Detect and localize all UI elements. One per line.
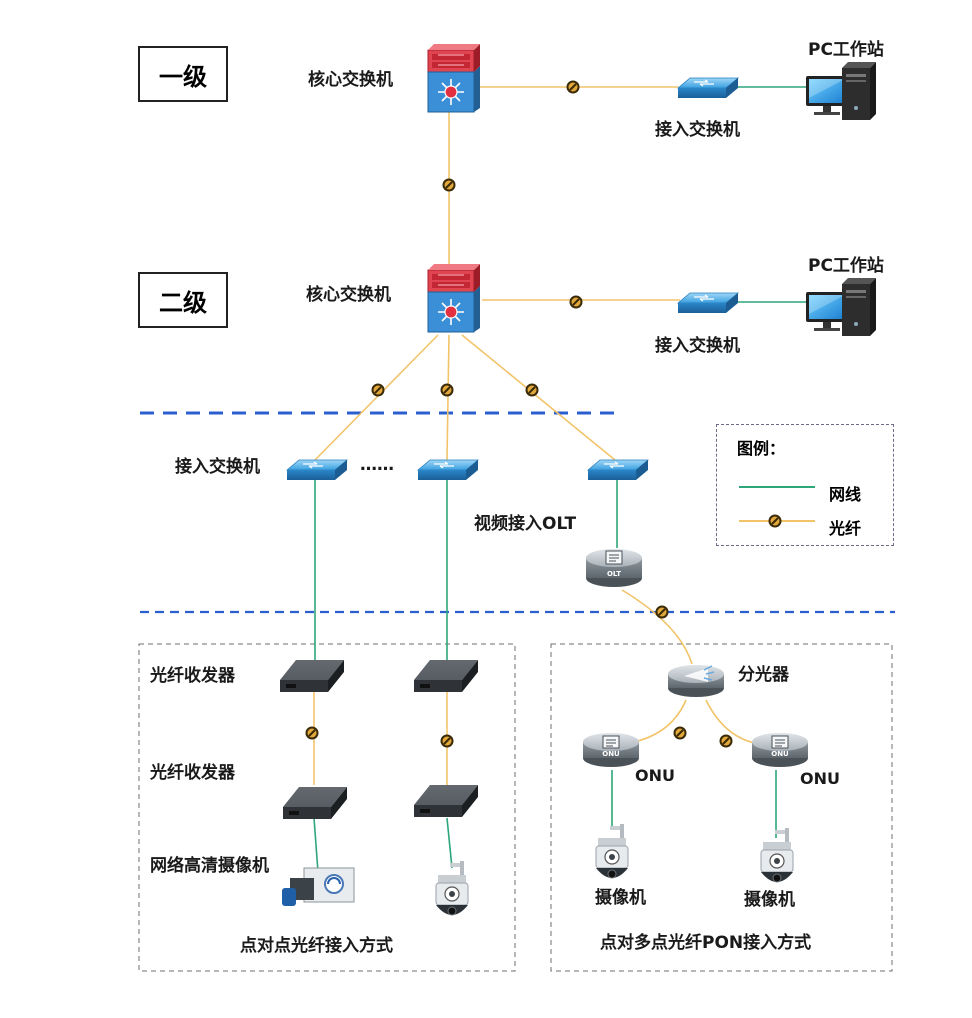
legend-network-cable-label: 网线 bbox=[829, 485, 862, 504]
fiber-transceiver-icon-2 bbox=[414, 660, 478, 692]
camera-label-2: 摄像机 bbox=[744, 890, 795, 910]
network-link-transceiver-hdcam bbox=[313, 817, 319, 873]
fiber-node-8 bbox=[672, 725, 688, 741]
fiber-link-core2-access-left bbox=[314, 334, 439, 461]
fiber-node-5 bbox=[439, 382, 455, 398]
onu-icon-2 bbox=[751, 732, 809, 768]
pon-caption: 点对多点光纤PON接入方式 bbox=[600, 933, 812, 953]
dome-camera-icon-1 bbox=[595, 823, 629, 879]
fiber-node-10 bbox=[304, 725, 320, 741]
level-2-label: 二级 bbox=[159, 288, 207, 317]
p2p-caption: 点对点光纤接入方式 bbox=[240, 936, 393, 956]
access-switch-label-3: 接入交换机 bbox=[175, 457, 260, 477]
fiber-node-4 bbox=[370, 382, 386, 398]
fiber-node-11 bbox=[439, 733, 455, 749]
splitter-label: 分光器 bbox=[738, 665, 789, 685]
ellipsis-label: …… bbox=[360, 455, 394, 475]
legend-box: 图例： 网线 光纤 bbox=[716, 424, 894, 546]
fiber-node-6 bbox=[524, 382, 540, 398]
access-switch-icon-3 bbox=[286, 459, 348, 481]
fiber-transceiver-icon-1 bbox=[280, 660, 344, 692]
p2p-group-box bbox=[138, 643, 516, 972]
access-switch-icon-1 bbox=[677, 77, 739, 99]
core-switch-label-1: 核心交换机 bbox=[308, 70, 393, 90]
dome-camera-icon-3 bbox=[435, 860, 469, 916]
onu-label-1: ONU bbox=[635, 766, 675, 785]
camera-label-1: 摄像机 bbox=[595, 888, 646, 908]
access-switch-label-2: 接入交换机 bbox=[655, 336, 740, 356]
legend-optical-fiber-label: 光纤 bbox=[829, 519, 862, 538]
pc-workstation-icon-1 bbox=[806, 62, 876, 120]
fiber-node-3 bbox=[568, 294, 584, 310]
access-switch-icon-5 bbox=[587, 459, 649, 481]
onu-label-2: ONU bbox=[800, 769, 840, 788]
fiber-node-9 bbox=[718, 733, 734, 749]
core-switch-icon-2 bbox=[427, 263, 481, 333]
pon-group-box bbox=[550, 643, 893, 972]
dome-camera-icon-2 bbox=[760, 827, 794, 883]
fiber-transceiver-label-2: 光纤收发器 bbox=[150, 763, 235, 783]
level-2-box: 二级 bbox=[138, 272, 228, 328]
fiber-node-1 bbox=[565, 79, 581, 95]
fiber-link-core2-access-right bbox=[461, 334, 616, 461]
fiber-node-7 bbox=[654, 604, 670, 620]
pc-workstation-label-2: PC工作站 bbox=[808, 256, 884, 276]
network-link-transceiver-domecam bbox=[446, 817, 453, 869]
legend-swatches bbox=[739, 486, 815, 529]
pc-workstation-label-1: PC工作站 bbox=[808, 40, 884, 60]
level-1-label: 一级 bbox=[159, 62, 207, 91]
core-switch-label-2: 核心交换机 bbox=[306, 285, 391, 305]
fiber-node-2 bbox=[441, 177, 457, 193]
access-switch-label-1: 接入交换机 bbox=[655, 120, 740, 140]
fiber-link-core2-access-mid bbox=[446, 334, 450, 461]
fiber-transceiver-label-1: 光纤收发器 bbox=[150, 666, 235, 686]
access-switch-icon-2 bbox=[677, 292, 739, 314]
access-switch-icon-4 bbox=[417, 459, 479, 481]
fiber-link-olt-splitter bbox=[621, 589, 693, 665]
hd-camera-icon bbox=[282, 867, 355, 906]
legend-title: 图例： bbox=[737, 439, 786, 458]
olt-icon bbox=[585, 548, 643, 588]
onu-icon-1 bbox=[582, 732, 640, 768]
fiber-transceiver-icon-4 bbox=[414, 785, 478, 817]
video-olt-label: 视频接入OLT bbox=[474, 514, 577, 534]
pc-workstation-icon-2 bbox=[806, 278, 876, 336]
fiber-transceiver-icon-3 bbox=[283, 787, 347, 819]
level-1-box: 一级 bbox=[138, 46, 228, 102]
splitter-icon bbox=[667, 664, 725, 698]
hd-camera-label: 网络高清摄像机 bbox=[150, 856, 269, 876]
core-switch-icon-1 bbox=[427, 43, 481, 113]
